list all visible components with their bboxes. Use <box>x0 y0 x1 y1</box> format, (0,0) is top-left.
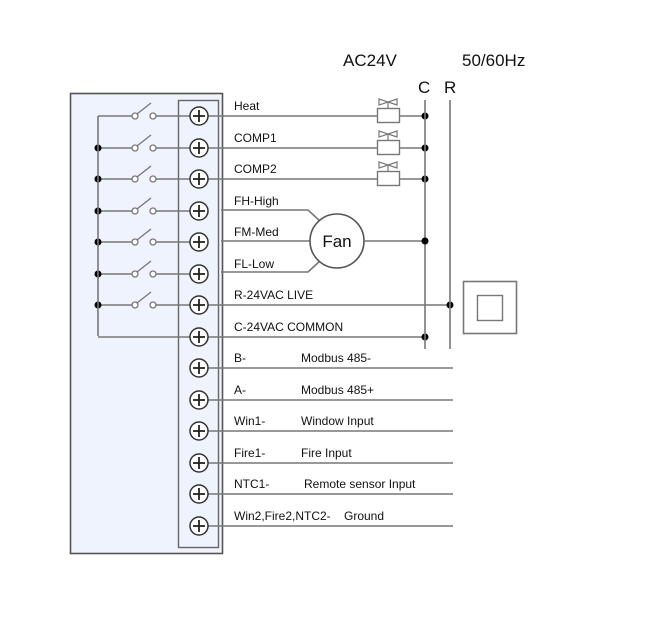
terminal-label: FH-High <box>234 194 279 208</box>
terminal-description: Modbus 485+ <box>301 383 374 397</box>
terminal-row: Heat <box>98 98 429 126</box>
terminal-label: FM-Med <box>234 225 279 239</box>
terminal-description: Modbus 485- <box>301 351 371 365</box>
terminal-row: Win1- Window Input <box>189 414 453 441</box>
terminal-screw-icon <box>189 516 209 536</box>
c-line-label: C <box>418 78 430 97</box>
terminal-strip <box>177 99 220 549</box>
terminal-row: FM-Med <box>94 225 279 252</box>
relay-switch-icon <box>94 260 190 278</box>
terminal-row: C-24VAC COMMON <box>98 320 429 347</box>
terminal-label: R-24VAC LIVE <box>234 288 313 302</box>
terminal-row: Fire1- Fire Input <box>189 446 453 473</box>
terminal-row: R-24VAC LIVE <box>94 288 454 315</box>
terminal-row: FH-High <box>94 194 279 221</box>
voltage-label: AC24V <box>343 51 398 70</box>
terminal-screw-icon <box>189 484 209 504</box>
terminal-row: Win2,Fire2,NTC2- Ground <box>189 509 453 536</box>
valve-icon <box>376 161 401 187</box>
valve-icon <box>376 130 401 156</box>
terminal-label: A- <box>234 383 246 397</box>
r-line-label: R <box>444 78 456 97</box>
frequency-label: 50/60Hz <box>462 51 525 70</box>
terminal-description: Window Input <box>301 414 374 428</box>
terminal-label: Win1- <box>234 414 265 428</box>
terminal-screw-icon <box>189 201 209 221</box>
terminal-screw-icon <box>189 106 209 126</box>
fan-label: Fan <box>322 232 351 251</box>
terminal-row: NTC1- Remote sensor Input <box>189 477 453 504</box>
terminal-row: A- Modbus 485+ <box>189 383 453 410</box>
relay-switch-icon <box>94 228 190 246</box>
terminal-screw-icon <box>189 453 209 473</box>
terminal-label: FL-Low <box>234 257 274 271</box>
relay-switch-icon <box>98 102 190 120</box>
terminal-screw-icon <box>189 264 209 284</box>
terminal-label: NTC1- <box>234 477 269 491</box>
terminal-description: Ground <box>344 509 384 523</box>
terminal-label: COMP2 <box>234 162 277 176</box>
terminal-label: Win2,Fire2,NTC2- <box>234 509 331 523</box>
relay-switch-icon <box>94 134 190 152</box>
terminal-label: COMP1 <box>234 131 277 145</box>
relay-switch-icon <box>94 291 190 309</box>
junction-dot <box>421 237 429 245</box>
fan-motor: Fan <box>221 209 429 273</box>
terminal-screw-icon <box>189 327 209 347</box>
terminal-description: Remote sensor Input <box>304 477 416 491</box>
terminal-row: B- Modbus 485- <box>189 351 453 378</box>
terminal-screw-icon <box>189 169 209 189</box>
terminal-screw-icon <box>189 390 209 410</box>
terminal-label: Fire1- <box>234 446 265 460</box>
terminal-screw-icon <box>189 138 209 158</box>
terminal-row: COMP1 <box>94 130 429 158</box>
terminal-screw-icon <box>189 421 209 441</box>
valve-icon <box>376 98 401 124</box>
terminal-description: Fire Input <box>301 446 352 460</box>
terminal-screw-icon <box>189 232 209 252</box>
terminal-screw-icon <box>189 295 209 315</box>
terminal-label: C-24VAC COMMON <box>234 320 343 334</box>
terminal-screw-icon <box>189 358 209 378</box>
terminal-label: Heat <box>234 99 260 113</box>
transformer-icon <box>462 280 518 335</box>
terminal-label: B- <box>234 351 246 365</box>
terminal-row: FL-Low <box>94 257 274 284</box>
